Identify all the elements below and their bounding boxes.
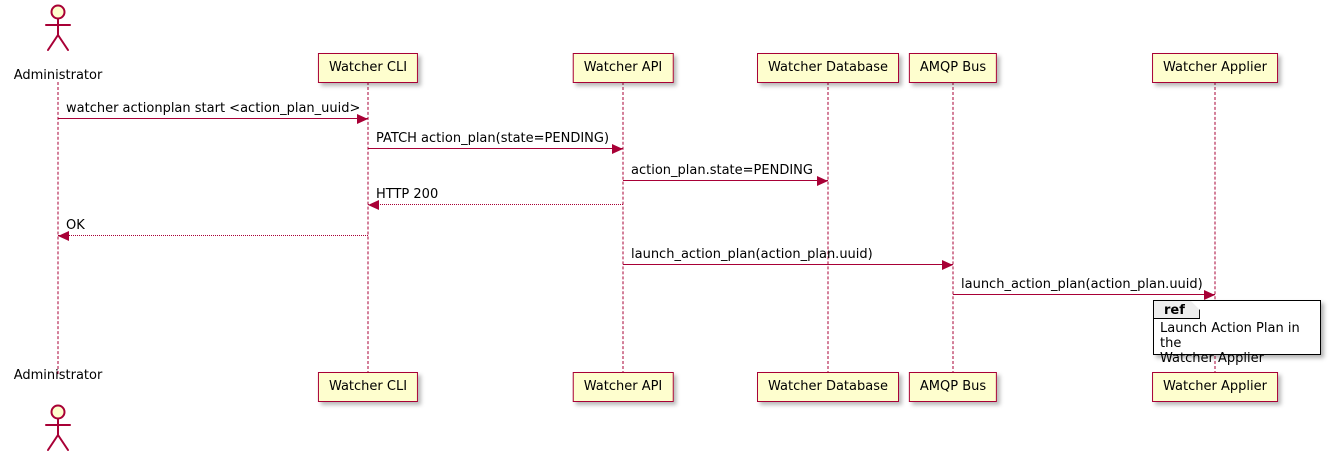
message-arrowhead-7	[1204, 290, 1215, 300]
participant-box-watcher-applier-top[interactable]: Watcher Applier	[1152, 53, 1278, 83]
message-label-3: action_plan.state=PENDING	[631, 163, 813, 178]
participant-box-watcher-db-top[interactable]: Watcher Database	[757, 53, 899, 83]
message-arrowhead-3	[817, 176, 828, 186]
actor-figure-administrator-top	[41, 4, 75, 52]
message-arrowhead-4	[368, 200, 379, 210]
fragment-body-text: Launch Action Plan in the Watcher Applie…	[1160, 321, 1300, 366]
lifeline-watcher-db	[827, 82, 829, 374]
participant-box-watcher-applier-bottom[interactable]: Watcher Applier	[1152, 372, 1278, 402]
message-label-6: launch_action_plan(action_plan.uuid)	[631, 247, 873, 262]
participant-box-watcher-cli-bottom[interactable]: Watcher CLI	[317, 372, 419, 402]
message-arrowhead-6	[942, 260, 953, 270]
message-label-7: launch_action_plan(action_plan.uuid)	[961, 277, 1203, 292]
participant-box-watcher-api-top[interactable]: Watcher API	[572, 53, 674, 83]
lifeline-administrator	[57, 82, 59, 374]
lifeline-amqp-bus	[952, 82, 954, 374]
lifeline-watcher-cli	[367, 82, 369, 374]
message-arrowhead-1	[357, 114, 368, 124]
message-line-5	[58, 235, 368, 236]
participant-box-amqp-bus-bottom[interactable]: AMQP Bus	[908, 372, 998, 402]
message-arrowhead-2	[612, 144, 623, 154]
message-label-5: OK	[66, 218, 85, 233]
participant-box-amqp-bus-top[interactable]: AMQP Bus	[908, 53, 998, 83]
actor-figure-administrator-bottom	[41, 404, 75, 452]
participant-box-watcher-api-bottom[interactable]: Watcher API	[572, 372, 674, 402]
message-line-3	[623, 180, 828, 181]
message-line-4	[368, 204, 623, 205]
message-line-2	[368, 148, 623, 149]
message-label-1: watcher actionplan start <action_plan_uu…	[66, 101, 361, 116]
message-line-7	[953, 294, 1215, 295]
message-label-2: PATCH action_plan(state=PENDING)	[376, 131, 610, 146]
message-arrowhead-5	[58, 231, 69, 241]
lifeline-watcher-api	[622, 82, 624, 374]
participant-label-administrator-top: Administrator	[13, 68, 103, 83]
lifeline-watcher-applier	[1214, 82, 1216, 374]
message-line-1	[58, 118, 368, 119]
participant-box-watcher-cli-top[interactable]: Watcher CLI	[317, 53, 419, 83]
message-label-4: HTTP 200	[376, 187, 439, 202]
message-line-6	[623, 264, 953, 265]
participant-box-watcher-db-bottom[interactable]: Watcher Database	[757, 372, 899, 402]
fragment-tab-label: ref	[1154, 301, 1200, 319]
participant-label-administrator-bottom: Administrator	[13, 368, 103, 383]
